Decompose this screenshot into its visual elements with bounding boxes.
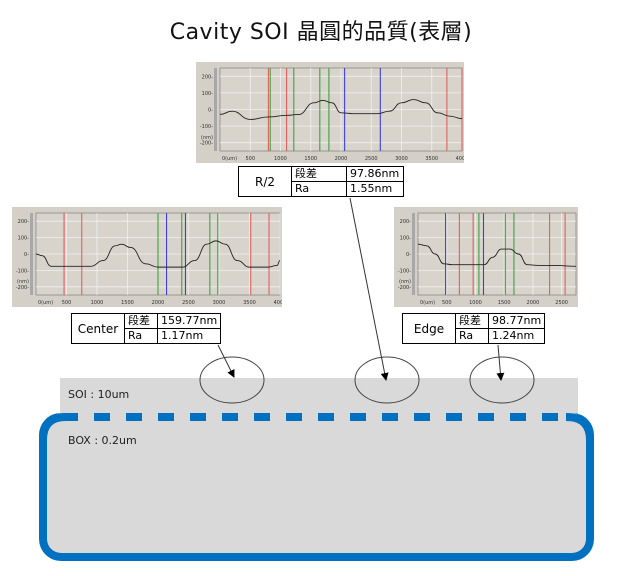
svg-text:1000: 1000 [91, 300, 104, 306]
svg-text:(nm): (nm) [201, 135, 213, 141]
svg-text:3000: 3000 [213, 300, 226, 306]
box-layer-label: BOX : 0.2um [68, 434, 137, 447]
svg-text:1500: 1500 [498, 300, 511, 306]
step-label: 段差 [124, 313, 158, 329]
location-label: Center [71, 313, 125, 344]
r2-measurement-table: R/2 段差 97.86nm Ra 1.55nm [238, 166, 404, 197]
svg-text:3500: 3500 [243, 300, 256, 306]
location-label: R/2 [238, 166, 292, 197]
svg-text:100-: 100- [18, 236, 30, 242]
center-profile-chart: 200- 100- 0- -100- (nm)-200- 0(um) 500 1000 1500… [12, 207, 282, 307]
ra-value: 1.24nm [487, 328, 546, 344]
svg-text:4000: 4000 [274, 300, 282, 306]
ra-value: 1.55nm [346, 181, 404, 197]
svg-text:-100-: -100- [398, 268, 411, 274]
box-layer [39, 413, 594, 561]
r2-measure-spot [354, 356, 420, 404]
svg-text:-100-: -100- [200, 124, 213, 130]
svg-text:2000: 2000 [152, 300, 165, 306]
svg-text:100-: 100- [202, 91, 214, 97]
svg-text:2500: 2500 [182, 300, 195, 306]
svg-text:(nm): (nm) [399, 279, 411, 285]
svg-text:1500: 1500 [121, 300, 134, 306]
soi-layer-label: SOI : 10um [68, 388, 130, 401]
svg-text:0(um): 0(um) [38, 300, 53, 306]
svg-text:1500: 1500 [304, 156, 317, 162]
ra-value: 1.17nm [156, 328, 222, 344]
svg-text:500: 500 [442, 300, 452, 306]
svg-text:2500: 2500 [555, 300, 568, 306]
svg-text:-200-: -200- [16, 285, 29, 291]
svg-text:0-: 0- [406, 252, 411, 258]
svg-text:500: 500 [245, 156, 255, 162]
edge-profile-chart: 200- 100- 0- -100- (nm)-200- 0(um) 500 1000 1500… [394, 207, 578, 307]
soi-layer [60, 378, 578, 418]
svg-text:-200-: -200- [398, 285, 411, 291]
svg-text:0(um): 0(um) [222, 156, 237, 162]
step-value: 97.86nm [346, 166, 404, 182]
svg-text:1000: 1000 [274, 156, 287, 162]
svg-text:2500: 2500 [365, 156, 378, 162]
svg-text:3500: 3500 [425, 156, 438, 162]
edge-arrow [496, 344, 505, 381]
svg-text:2000: 2000 [527, 300, 540, 306]
ra-label: Ra [291, 181, 347, 197]
svg-text:(nm): (nm) [17, 279, 29, 285]
svg-text:-100-: -100- [16, 268, 29, 274]
svg-text:-200-: -200- [200, 141, 213, 147]
svg-text:100-: 100- [400, 236, 412, 242]
edge-measure-spot [469, 356, 535, 404]
svg-text:1000: 1000 [469, 300, 482, 306]
svg-text:0-: 0- [24, 252, 29, 258]
svg-text:200-: 200- [400, 219, 412, 225]
edge-measurement-table: Edge 段差 98.77nm Ra 1.24nm [402, 313, 546, 344]
svg-text:4000: 4000 [456, 156, 464, 162]
svg-text:0-: 0- [208, 108, 213, 114]
svg-text:200-: 200- [202, 74, 214, 80]
svg-text:0(um): 0(um) [420, 300, 435, 306]
location-label: Edge [402, 313, 456, 344]
r2-profile-chart: 200- 100- 0- -100- (nm)-200- 0(um) 500 1000 1500… [196, 62, 464, 163]
page-title: Cavity SOI 晶圓的品質(表層) [169, 20, 473, 45]
box-top-dashed-edge [39, 413, 594, 441]
center-arrow [217, 344, 235, 378]
svg-text:3000: 3000 [395, 156, 408, 162]
center-measurement-table: Center 段差 159.77nm Ra 1.17nm [71, 313, 222, 344]
r2-arrow [349, 197, 389, 381]
svg-text:200-: 200- [18, 219, 30, 225]
svg-text:500: 500 [62, 300, 72, 306]
ra-label: Ra [124, 328, 158, 344]
svg-text:2000: 2000 [335, 156, 348, 162]
center-measure-spot [199, 356, 265, 404]
